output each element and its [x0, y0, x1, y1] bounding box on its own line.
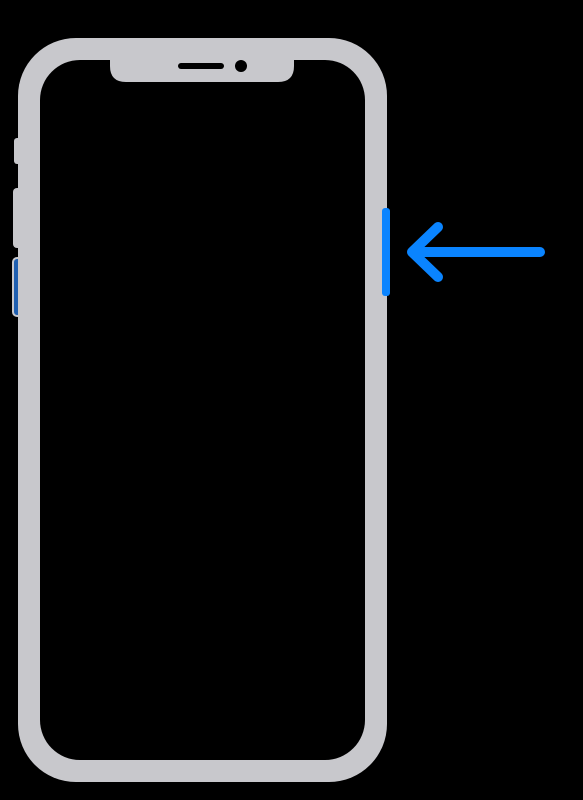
arrow-left-icon [407, 222, 545, 282]
phone-screen [40, 60, 365, 760]
arrow-head [407, 222, 443, 282]
front-camera-icon [235, 60, 247, 72]
side-button [382, 208, 390, 296]
speaker-grille-icon [178, 63, 224, 69]
